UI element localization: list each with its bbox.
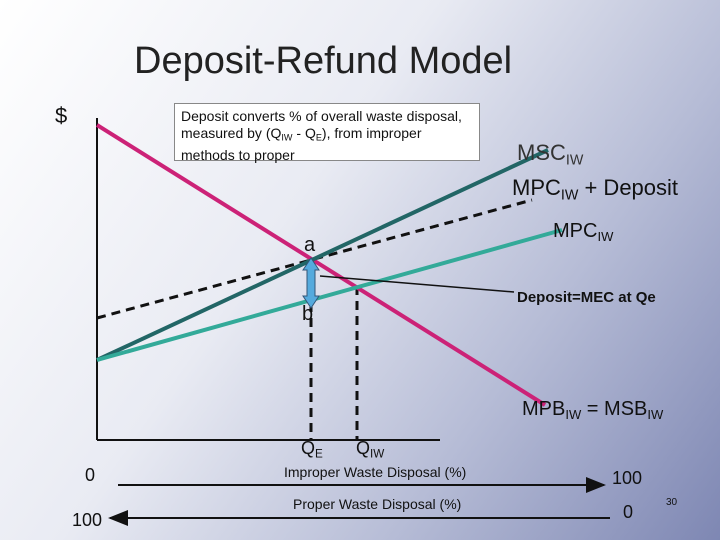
callout-text-3: ), from improper methods to proper bbox=[181, 125, 422, 163]
mpb-msb-line bbox=[95, 123, 547, 407]
callout-box: Deposit converts % of overall waste disp… bbox=[174, 103, 480, 163]
proper-start-label: 100 bbox=[72, 510, 103, 530]
proper-end-label: 0 bbox=[623, 502, 634, 522]
point-a-label: a bbox=[304, 234, 316, 256]
page-number: 30 bbox=[666, 497, 678, 508]
improper-axis-label: Improper Waste Disposal (%) bbox=[284, 464, 467, 480]
proper-axis-label: Proper Waste Disposal (%) bbox=[293, 496, 462, 512]
callout-sub-e: E bbox=[315, 132, 322, 143]
deposit-note-pointer bbox=[319, 275, 515, 293]
point-b-label: b bbox=[302, 303, 314, 325]
deposit-arrow bbox=[302, 257, 320, 309]
callout-text-1: Deposit converts % of overall waste disp… bbox=[181, 108, 462, 141]
qiw-label: QIW bbox=[356, 438, 385, 461]
mpc-label: MPCIW bbox=[553, 220, 614, 244]
slide-title: Deposit-Refund Model bbox=[134, 40, 513, 82]
y-axis-label: $ bbox=[55, 103, 68, 128]
callout-sub-iw: IW bbox=[281, 132, 293, 143]
qe-label: QE bbox=[301, 438, 323, 461]
improper-start-label: 0 bbox=[85, 465, 96, 485]
mpc-deposit-label: MPCIW + Deposit bbox=[512, 175, 679, 204]
deposit-note: Deposit=MEC at Qe bbox=[517, 289, 656, 306]
msc-line bbox=[96, 148, 549, 362]
callout-text-2: - Q bbox=[292, 125, 316, 141]
msc-label: MSCIW bbox=[517, 140, 584, 169]
mpc-line bbox=[96, 228, 563, 362]
mpb-msb-label: MPBIW = MSBIW bbox=[522, 398, 664, 422]
improper-end-label: 100 bbox=[612, 468, 643, 488]
